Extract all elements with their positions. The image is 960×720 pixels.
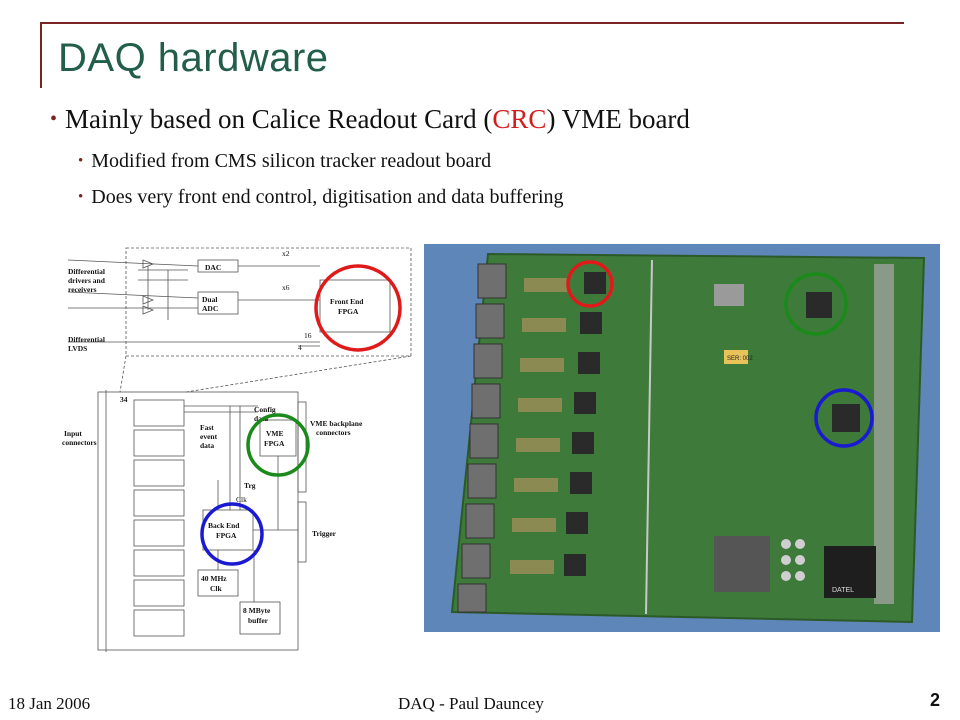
label-x6: x6 — [282, 283, 290, 292]
label-diff-lvds-2: LVDS — [68, 344, 87, 353]
label-vme-backplane-1: VME backplane — [310, 419, 363, 428]
label-dual-adc-1: Dual — [202, 295, 217, 304]
label-trg: Trg — [244, 481, 256, 490]
heatsink — [714, 536, 770, 592]
label-diff-drivers: Differential drivers and receivers — [68, 267, 106, 294]
label-fast-event-2: event — [200, 432, 218, 441]
bullet-dot-icon: • — [78, 189, 83, 205]
diagram-label: drivers and — [68, 276, 106, 285]
sub-bullet: • Modified from CMS silicon tracker reado… — [78, 150, 491, 173]
label-x2: x2 — [282, 249, 290, 258]
label-fast-event-3: data — [200, 441, 214, 450]
label-vme-backplane-2: connectors — [316, 428, 351, 437]
label-input-connectors-1: Input — [64, 429, 82, 438]
main-bullet-text-post: ) VME board — [546, 104, 689, 134]
label-fast-event-1: Fast — [200, 423, 214, 432]
brand-text: DATEL — [832, 587, 854, 594]
label-vme-fpga-2: FPGA — [264, 439, 285, 448]
main-bullet-text-pre: Mainly based on Calice Readout Card ( — [65, 104, 492, 134]
label-vme-fpga-1: VME — [266, 429, 284, 438]
footer-date: 18 Jan 2006 — [8, 694, 90, 714]
crc-block-diagram: Differential drivers and receivers DAC x… — [58, 240, 418, 660]
label-buffer-1: 8 MByte — [243, 606, 271, 615]
label-clk40-1: 40 MHz — [201, 574, 227, 583]
label-34: 34 — [120, 395, 128, 404]
label-back-end-2: FPGA — [216, 531, 237, 540]
main-bullet: • Mainly based on Calice Readout Card (CR… — [50, 104, 690, 135]
label-back-end-1: Back End — [208, 521, 240, 530]
sub-bullet-text: Modified from CMS silicon tracker readou… — [91, 150, 491, 172]
socket — [714, 284, 744, 306]
title-frame-left-rule — [40, 22, 42, 88]
label-input-connectors-2: connectors — [62, 438, 97, 447]
diagram-label: receivers — [68, 285, 97, 294]
label-config-1: Config — [254, 405, 276, 414]
label-front-end-2: FPGA — [338, 307, 359, 316]
bullet-dot-icon: • — [50, 108, 57, 130]
vme-backplane-connector — [874, 264, 894, 604]
sub-bullet: • Does very front end control, digitisati… — [78, 186, 564, 209]
back-end-fpga-chip — [832, 404, 860, 432]
bullet-dot-icon: • — [78, 153, 83, 169]
label-clk-small: Clk — [236, 495, 247, 504]
label-16: 16 — [304, 331, 312, 340]
footer-author: DAQ - Paul Dauncey — [398, 694, 544, 714]
slide-title: DAQ hardware — [58, 36, 329, 81]
label-buffer-2: buffer — [248, 616, 269, 625]
label-4: 4 — [298, 343, 302, 352]
sticker-text: SER: 002 — [727, 356, 753, 362]
label-diff-lvds-1: Differential — [68, 335, 105, 344]
crc-board-photo: SER: 002 DATEL — [424, 244, 940, 632]
diagram-label: Differential — [68, 267, 105, 276]
label-dual-adc-2: ADC — [202, 304, 218, 313]
label-clk40-2: Clk — [210, 584, 223, 593]
label-dac: DAC — [205, 263, 221, 272]
main-bullet-acronym: CRC — [492, 104, 546, 134]
label-front-end-1: Front End — [330, 297, 364, 306]
vme-fpga-chip — [806, 292, 832, 318]
sub-bullet-text: Does very front end control, digitisatio… — [91, 186, 563, 208]
title-frame-top-rule — [40, 22, 904, 24]
label-trigger: Trigger — [312, 529, 337, 538]
page-number: 2 — [930, 690, 940, 711]
